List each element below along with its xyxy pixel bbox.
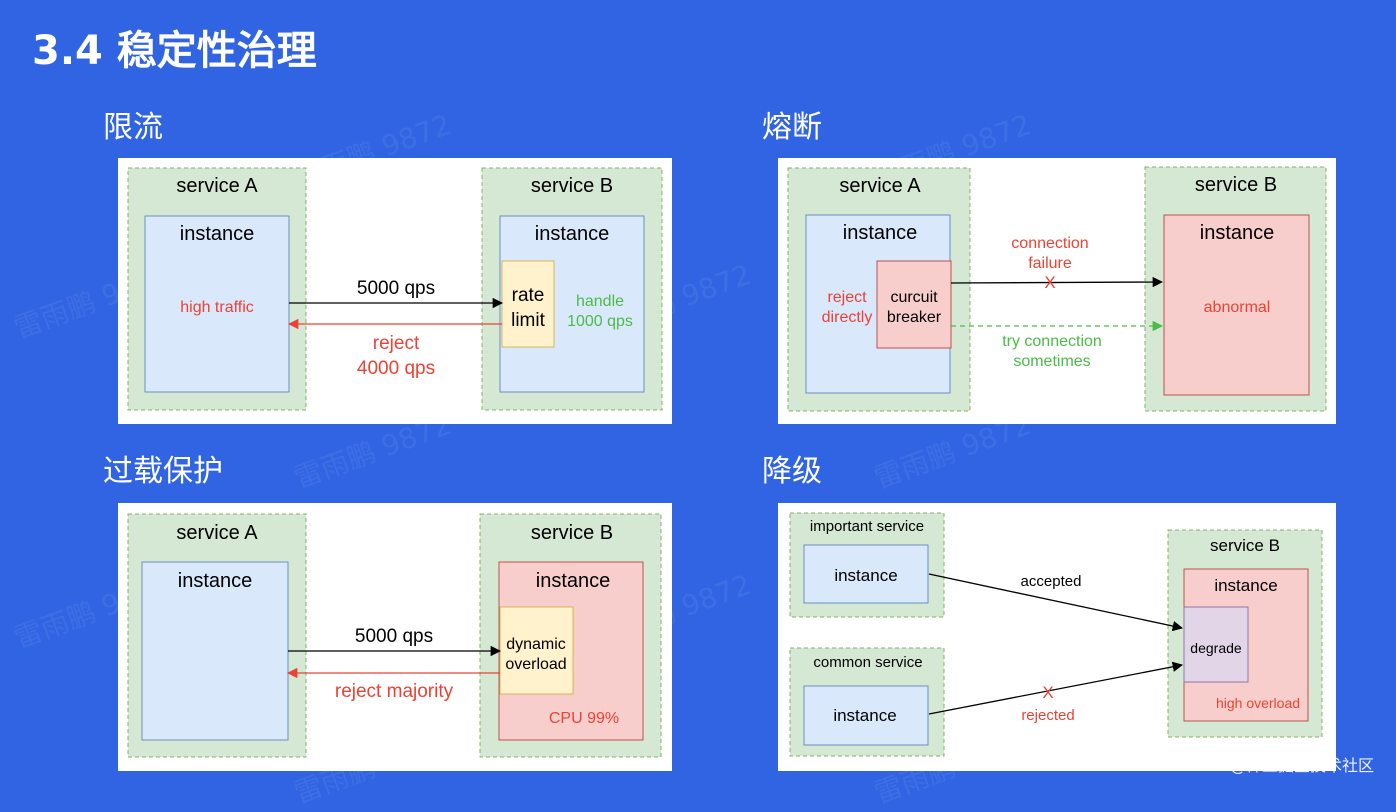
overload-panel: service A instance service B instance dy…: [118, 503, 672, 771]
reject-label-2: 4000 qps: [357, 358, 435, 379]
rate-limit-panel: service A instance high traffic service …: [118, 158, 672, 424]
connection-failure-label-2: failure: [1028, 255, 1072, 272]
reject-directly-label-2: directly: [822, 309, 873, 326]
dynamic-overload-label-2: overload: [505, 656, 566, 673]
reject-majority-label: reject majority: [335, 681, 454, 702]
service-b-label: service B: [1210, 536, 1280, 555]
instance-b-label: instance: [1200, 222, 1275, 244]
try-connection-label-2: sometimes: [1013, 353, 1090, 370]
rejected-x-mark: X: [1042, 683, 1053, 702]
section-heading-overload: 过载保护: [103, 454, 223, 489]
circuit-breaker-panel: service A instance reject directly curcu…: [778, 158, 1336, 424]
reject-label-1: reject: [373, 333, 420, 354]
instance-important-box: [803, 544, 929, 604]
try-connection-label-1: try connection: [1002, 333, 1102, 350]
instance-a-label: instance: [180, 223, 255, 245]
degrade-panel: important service instance common servic…: [778, 503, 1336, 771]
service-a-label: service A: [176, 175, 258, 197]
service-b-label: service B: [531, 522, 613, 544]
circuit-breaker-box: [876, 260, 952, 349]
handle-label-2: 1000 qps: [567, 313, 633, 330]
failure-x-mark: X: [1044, 273, 1055, 292]
accepted-label: accepted: [1021, 573, 1082, 590]
abnormal-label: abnormal: [1204, 299, 1271, 316]
qps-label: 5000 qps: [355, 626, 433, 647]
connection-failure-label-1: connection: [1011, 235, 1088, 252]
section-heading-circuit-breaker: 熔断: [762, 110, 822, 145]
section-heading-degrade: 降级: [762, 454, 822, 489]
page-title: 3.4 稳定性治理: [32, 28, 317, 74]
instance-b-label: instance: [1214, 576, 1277, 595]
credit-watermark: @稀土掘金技术社区: [1229, 756, 1374, 775]
dynamic-overload-label-1: dynamic: [506, 636, 566, 653]
instance-b-label: instance: [536, 570, 611, 592]
dynamic-overload-box: [499, 606, 574, 695]
instance-b-label: instance: [535, 223, 610, 245]
cpu-label: CPU 99%: [549, 710, 619, 727]
instance-a-box: [144, 215, 290, 393]
section-heading-rate-limit: 限流: [103, 110, 163, 145]
reject-directly-label-1: reject: [827, 289, 867, 306]
degrade-box: [1183, 606, 1249, 683]
common-service-label: common service: [813, 654, 922, 671]
instance-b-box: [1163, 214, 1310, 396]
service-b-label: service B: [1195, 174, 1277, 196]
rejected-arrow: [928, 661, 1184, 715]
circuit-breaker-label-1: curcuit: [890, 289, 938, 306]
instance-common-box: [803, 685, 929, 746]
service-b-label: service B: [531, 175, 613, 197]
instance-important-label: instance: [834, 566, 897, 585]
instance-a-label: instance: [178, 570, 253, 592]
instance-common-label: instance: [833, 706, 896, 725]
handle-label-1: handle: [576, 293, 624, 310]
rate-limiter-box: [501, 260, 555, 348]
high-traffic-label: high traffic: [180, 299, 254, 316]
degrade-label: degrade: [1190, 640, 1242, 656]
important-service-label: important service: [810, 518, 924, 535]
high-overload-label: high overload: [1216, 695, 1300, 711]
rejected-label: rejected: [1021, 707, 1074, 724]
accepted-arrow: [928, 573, 1184, 632]
service-a-label: service A: [176, 522, 258, 544]
service-a-label: service A: [839, 175, 921, 197]
qps-label: 5000 qps: [357, 278, 435, 299]
rate-limiter-label-2: limit: [511, 310, 545, 331]
rate-limiter-label-1: rate: [512, 285, 545, 306]
instance-a-label: instance: [843, 222, 918, 244]
connection-arrow: [950, 276, 1164, 288]
circuit-breaker-label-2: breaker: [887, 309, 942, 326]
instance-a-box: [141, 561, 289, 741]
